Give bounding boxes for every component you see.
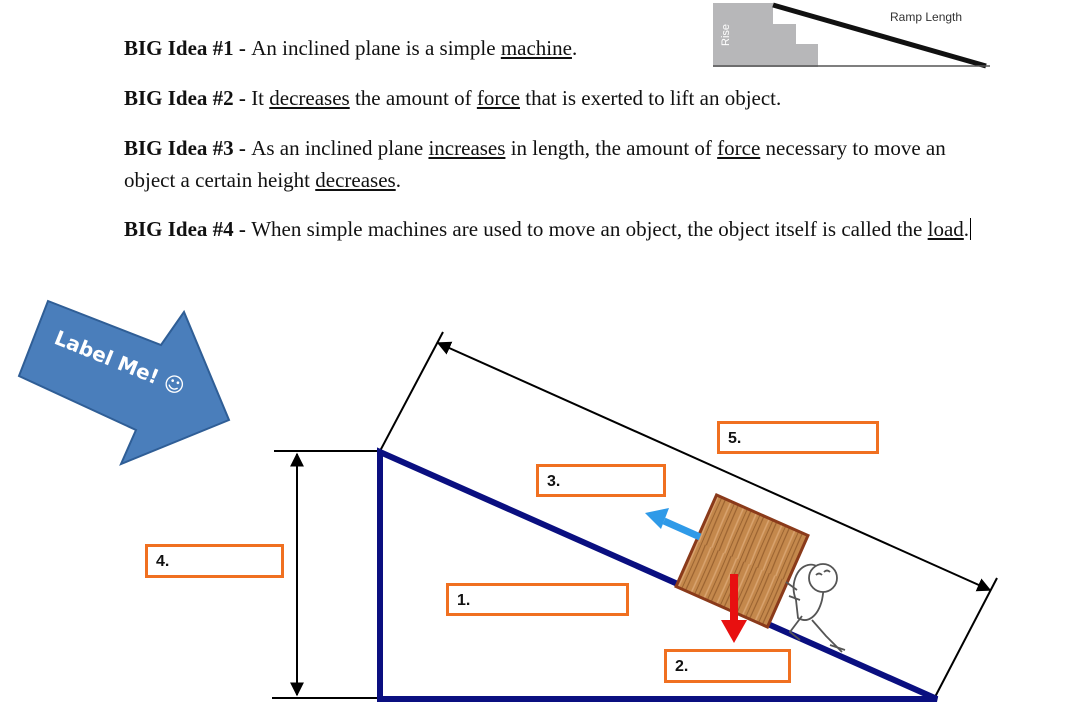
crate xyxy=(674,493,810,629)
length-dimension xyxy=(379,331,998,698)
height-dimension xyxy=(272,450,381,699)
ramp-length-line xyxy=(772,2,987,69)
big-idea-2: BIG Idea #2 - It decreases the amount of… xyxy=(124,86,782,110)
label-box-2[interactable]: 2. xyxy=(664,649,791,683)
label-box-5[interactable]: 5. xyxy=(717,421,879,454)
underlined-term: force xyxy=(717,136,761,160)
underlined-term: force xyxy=(476,86,520,110)
big-idea-3: BIG Idea #3 - As an inclined plane incre… xyxy=(124,136,946,192)
label-box-4[interactable]: 4. xyxy=(145,544,284,578)
big-idea-prefix: BIG Idea #4 - xyxy=(124,217,252,241)
underlined-term: decreases xyxy=(315,168,396,192)
text-cursor xyxy=(970,218,972,240)
big-idea-prefix: BIG Idea #3 - xyxy=(124,136,252,160)
ramp-triangle xyxy=(377,447,939,702)
ramp-length-label: Ramp Length xyxy=(890,10,962,24)
big-idea-prefix: BIG Idea #2 - xyxy=(124,86,252,110)
rise-label: Rise xyxy=(720,24,732,46)
underlined-term: machine xyxy=(500,36,572,60)
underlined-term: load xyxy=(927,217,964,241)
underlined-term: decreases xyxy=(269,86,350,110)
underlined-term: increases xyxy=(428,136,506,160)
force-arrow-down xyxy=(721,574,747,643)
label-box-1[interactable]: 1. xyxy=(446,583,629,616)
label-box-3[interactable]: 3. xyxy=(536,464,666,497)
person-pushing xyxy=(785,563,846,653)
big-idea-1: BIG Idea #1 - An inclined plane is a sim… xyxy=(124,36,578,60)
label-me-callout: Label Me! ☺ xyxy=(17,299,231,466)
rise-steps xyxy=(713,3,818,67)
ramp-reference-figure: Ramp Length Rise xyxy=(713,2,990,69)
big-idea-prefix: BIG Idea #1 - xyxy=(124,36,252,60)
big-idea-4: BIG Idea #4 - When simple machines are u… xyxy=(124,217,972,241)
force-arrow-up-ramp xyxy=(645,508,702,541)
